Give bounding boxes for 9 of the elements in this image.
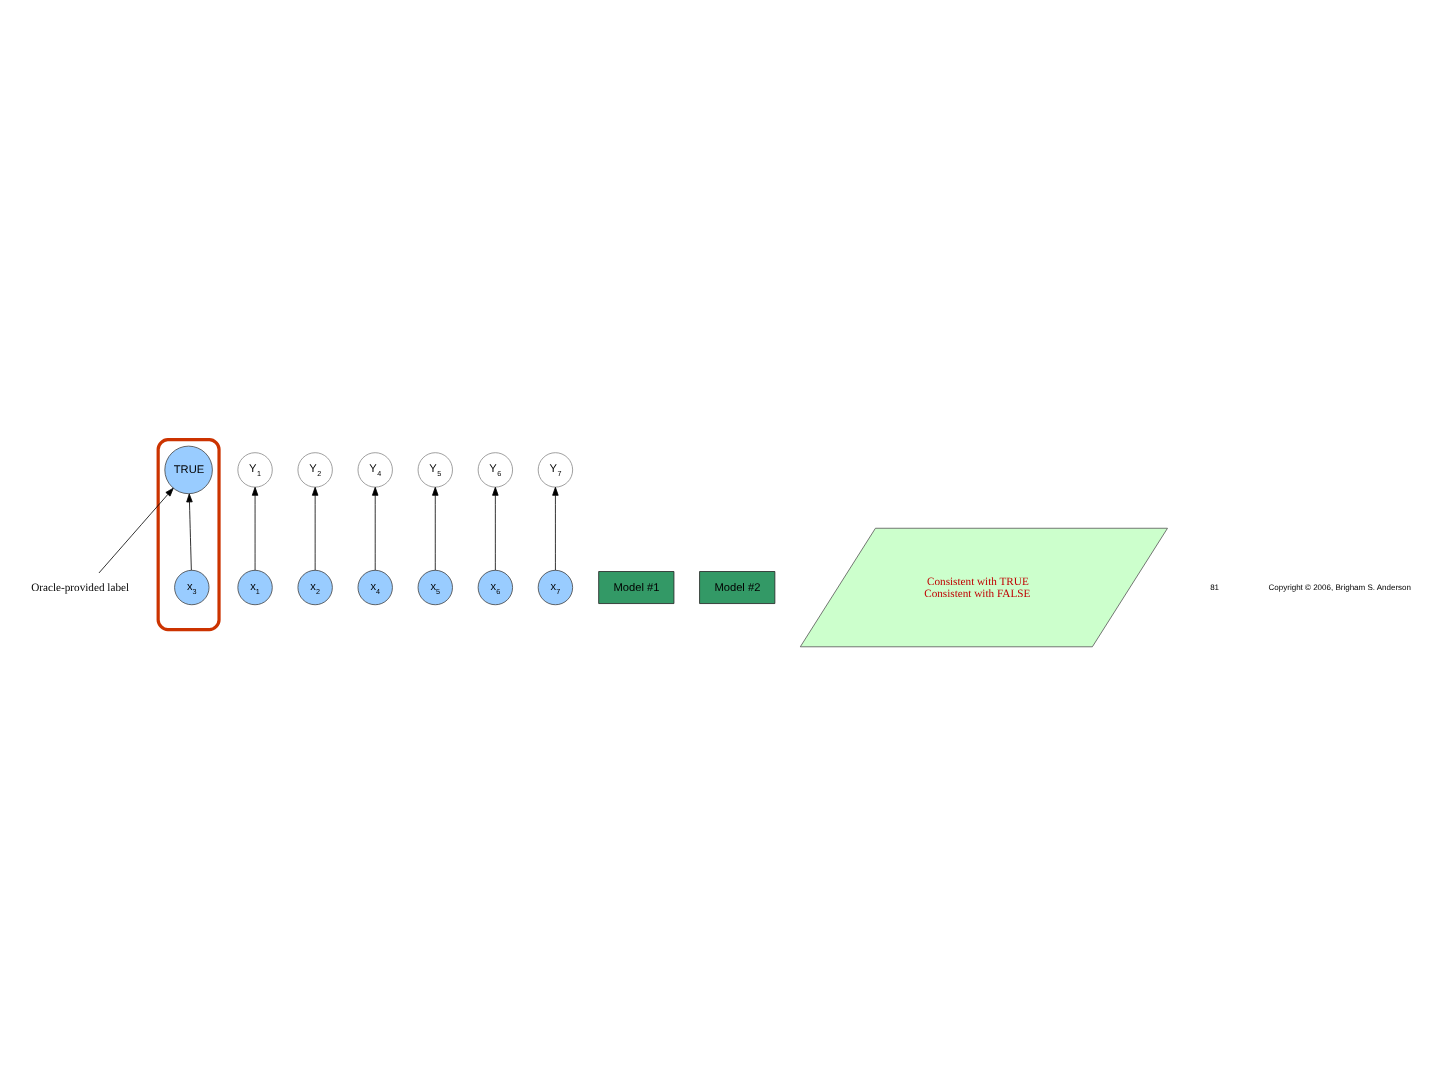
arrow — [186, 493, 193, 571]
arrow — [432, 486, 439, 571]
arrow — [552, 486, 559, 571]
cluster — [156, 438, 221, 632]
arrow — [311, 486, 319, 571]
arrow — [372, 486, 379, 571]
arrow — [251, 486, 259, 571]
arrow — [98, 487, 174, 574]
arrow — [492, 486, 499, 571]
